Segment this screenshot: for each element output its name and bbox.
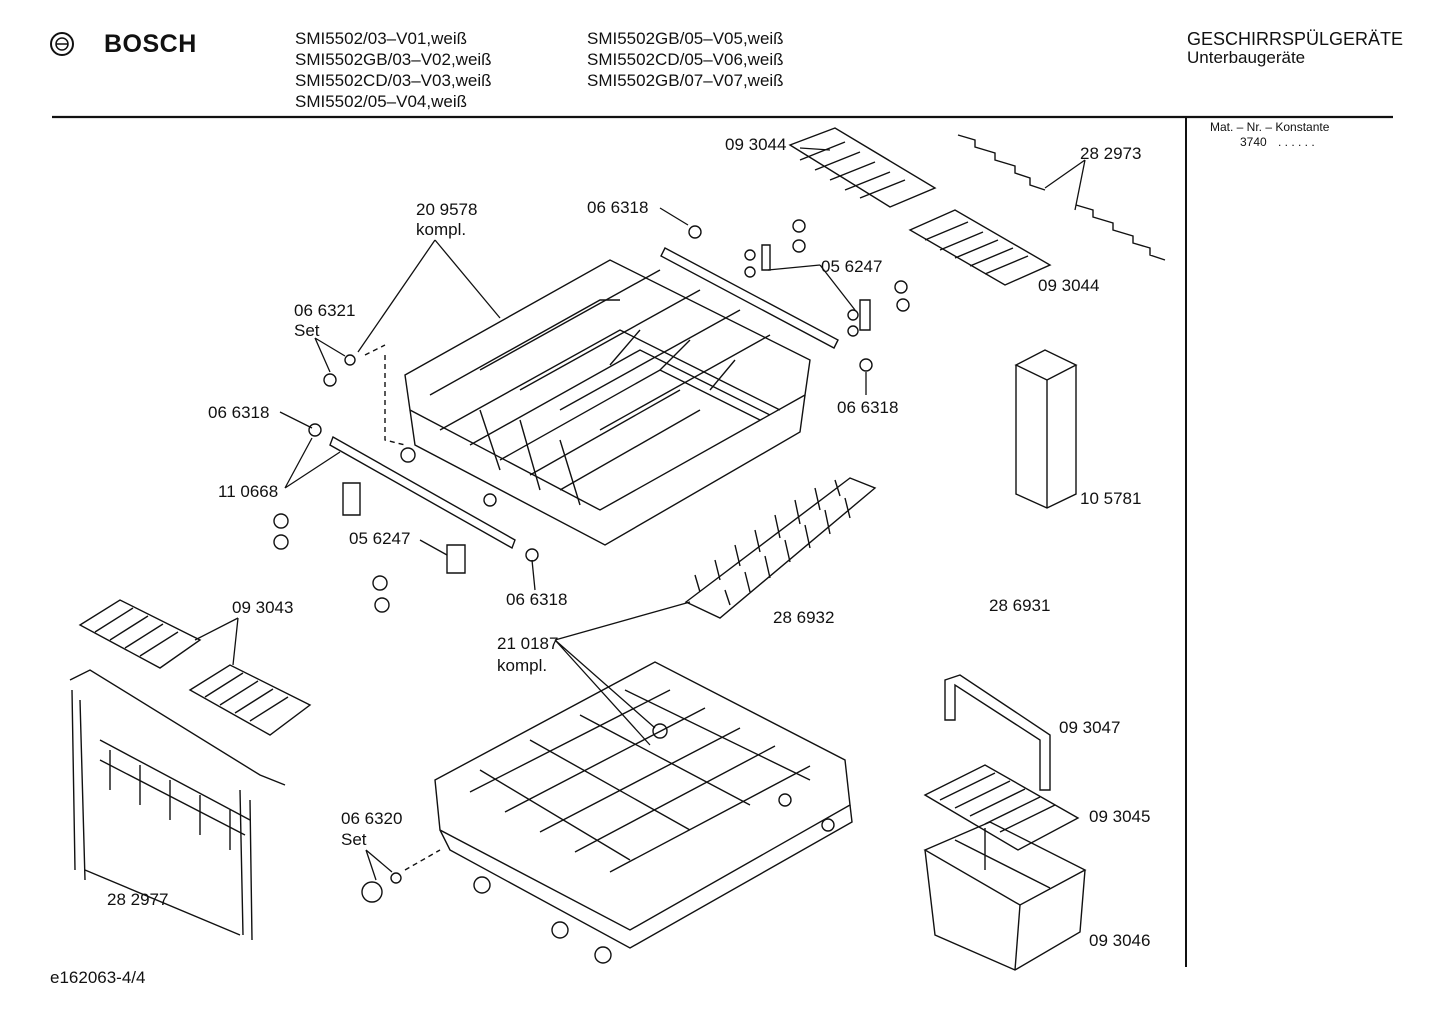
cup-shelf-drawings [788,127,1052,286]
rail-drawings [329,247,839,550]
part-label: 09 3047 [1059,718,1121,737]
part-label: 06 6321 [294,301,356,320]
part-label: 09 3045 [1089,807,1151,826]
part-label: 28 2977 [107,890,169,909]
model-item: SMI5502GB/03–V02,weiß [295,50,492,69]
spike-rack-drawing [684,477,877,619]
part-label: 28 2973 [1080,144,1142,163]
model-item: SMI5502CD/05–V06,weiß [587,50,784,69]
cutlery-basket-drawings [923,674,1087,971]
part-label: 06 6318 [587,198,649,217]
part-label: 09 3043 [232,598,294,617]
part-label: 06 6318 [506,590,568,609]
part-label: kompl. [497,656,548,675]
brand-name: BOSCH [104,30,197,58]
stepped-rack-drawings [957,134,1166,261]
constant-label: Mat. – Nr. – Konstante [1210,120,1330,134]
part-label: kompl. [416,220,467,239]
part-label: Set [341,830,367,849]
part-label: 05 6247 [349,529,411,548]
part-label: 09 3044 [725,135,787,154]
bosch-logo-icon [50,32,74,56]
leader-lines [194,147,1086,881]
model-list-col1: SMI5502/03–V01,weiß SMI5502GB/03–V02,wei… [295,28,492,112]
model-item: SMI5502GB/05–V05,weiß [587,29,784,48]
part-label: Set [294,321,320,340]
model-item: SMI5502CD/03–V03,weiß [295,71,492,90]
part-label: 06 6318 [837,398,899,417]
model-list-col2: SMI5502GB/05–V05,weiß SMI5502CD/05–V06,w… [587,28,784,91]
part-label: 21 0187 [497,634,559,653]
part-label: 10 5781 [1080,489,1142,508]
part-label: 06 6318 [208,403,270,422]
model-item: SMI5502/05–V04,weiß [295,92,467,111]
small-shelf-drawings [78,599,312,736]
constant-dots: . . . . . . [1278,135,1315,149]
part-label: 20 9578 [416,200,478,219]
constant-value: 3740 [1240,135,1267,149]
cutlery-tube-drawing [1014,349,1078,509]
part-label: 05 6247 [821,257,883,276]
part-label: 06 6320 [341,809,403,828]
model-item: SMI5502GB/07–V07,weiß [587,71,784,90]
part-label: 09 3044 [1038,276,1100,295]
part-label: 28 6932 [773,608,835,627]
category-title: GESCHIRRSPÜLGERÄTE [1187,29,1404,49]
part-label: 11 0668 [218,482,279,501]
holder-frame-drawing [69,669,286,941]
model-item: SMI5502/03–V01,weiß [295,29,467,48]
lower-basket-drawing [361,661,853,964]
small-parts-drawings [273,219,910,613]
part-label: 09 3046 [1089,931,1151,950]
document-id: e162063-4/4 [50,968,146,987]
part-label: 28 6931 [989,596,1051,615]
upper-basket-drawing [404,259,811,546]
subcategory-title: Unterbaugeräte [1187,48,1306,67]
